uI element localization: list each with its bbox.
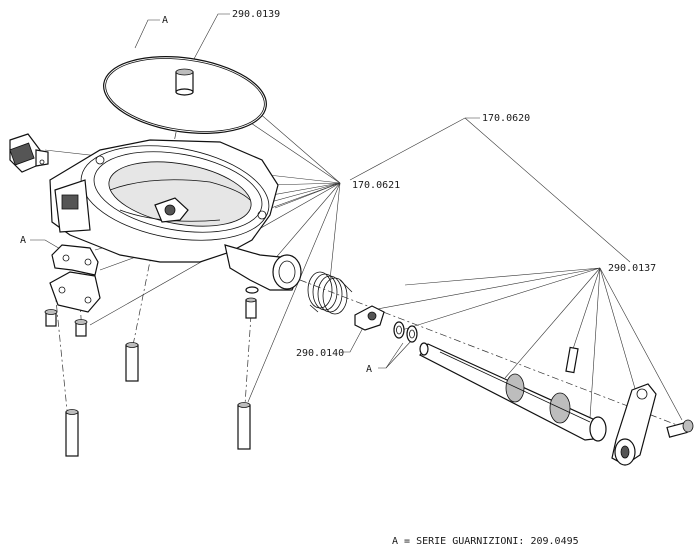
small-screws [44, 286, 259, 337]
main-housing [49, 139, 302, 291]
label-part-290-0137: 290.0137 [608, 263, 656, 274]
long-bolts [65, 342, 251, 457]
cam-lever [354, 305, 385, 331]
connector-plug [9, 133, 49, 173]
shaft [419, 342, 607, 442]
label-seal-kit-a-mid: A [366, 364, 372, 375]
torsion-spring [307, 271, 353, 315]
cover-plate [49, 271, 101, 313]
end-bolt [666, 419, 694, 438]
part-labels: A 290.0139 170.0620 170.0621 A 290.0137 … [20, 9, 656, 547]
label-part-170-0620: 170.0620 [482, 113, 530, 124]
label-part-170-0621: 170.0621 [352, 180, 400, 191]
legend-seal-kit: A = SERIE GUARNIZIONI: 209.0495 [392, 536, 579, 547]
dowel-pin [565, 346, 579, 374]
lever-arm [611, 383, 657, 466]
pin-290-0139 [175, 68, 194, 96]
other-leaders [30, 13, 631, 369]
label-seal-kit-a-left: A [20, 235, 26, 246]
leader-lines-290-0137 [371, 267, 683, 421]
label-part-290-0140: 290.0140 [296, 348, 344, 359]
washers [393, 321, 418, 343]
label-part-290-0139: 290.0139 [232, 9, 280, 20]
label-seal-kit-a-top: A [162, 15, 168, 26]
gasket-plate [51, 244, 99, 276]
